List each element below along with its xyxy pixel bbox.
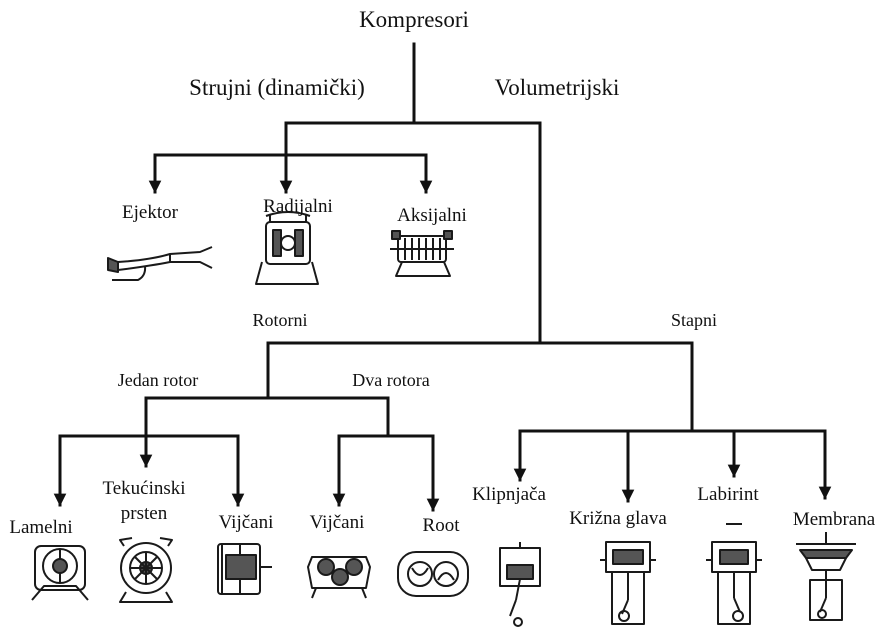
vane-compressor-icon bbox=[31, 545, 89, 601]
ejector-label: Ejektor bbox=[122, 202, 178, 223]
rotary-label: Rotorni bbox=[252, 310, 308, 330]
labyrinth-compressor-icon bbox=[706, 523, 762, 625]
liquid-ring-label-line2: prsten bbox=[120, 503, 168, 524]
roots-blower-icon bbox=[397, 551, 469, 597]
diaphragm-compressor-icon bbox=[796, 532, 856, 621]
volumetric-group-label: Volumetrijski bbox=[494, 75, 620, 100]
screw-twin-rotor-icon bbox=[307, 556, 371, 599]
liquid-ring-compressor-icon bbox=[119, 537, 173, 603]
screw-two-label: Vijčani bbox=[309, 512, 365, 533]
trunk-label: Klipnjača bbox=[472, 484, 546, 505]
liquid-ring-label-line1: Tekućinski bbox=[102, 478, 186, 499]
trunk-piston-compressor-icon bbox=[499, 542, 541, 627]
piston-label: Stapni bbox=[670, 310, 718, 330]
ejector-icon bbox=[107, 246, 213, 281]
screw-single-rotor-icon bbox=[217, 543, 272, 595]
vane-label: Lamelni bbox=[9, 517, 73, 538]
diaphragm-label: Membrana bbox=[792, 509, 876, 530]
screw-one-label: Vijčani bbox=[218, 512, 274, 533]
one-rotor-label: Jedan rotor bbox=[117, 370, 199, 390]
axial-label: Aksijalni bbox=[397, 205, 467, 226]
labyrinth-label: Labirint bbox=[697, 484, 759, 505]
roots-label: Root bbox=[422, 515, 460, 536]
liquid-ring-label: Tekućinski prsten bbox=[102, 476, 185, 526]
crosshead-compressor-icon bbox=[600, 541, 656, 625]
dynamic-group-label: Strujni (dinamički) bbox=[189, 75, 365, 100]
root-label: Kompresori bbox=[359, 7, 469, 32]
axial-compressor-icon bbox=[390, 230, 454, 277]
two-rotor-label: Dva rotora bbox=[352, 370, 430, 390]
radial-label: Radijalni bbox=[263, 196, 333, 217]
crosshead-label: Križna glava bbox=[569, 508, 667, 529]
radial-compressor-icon bbox=[255, 211, 319, 285]
